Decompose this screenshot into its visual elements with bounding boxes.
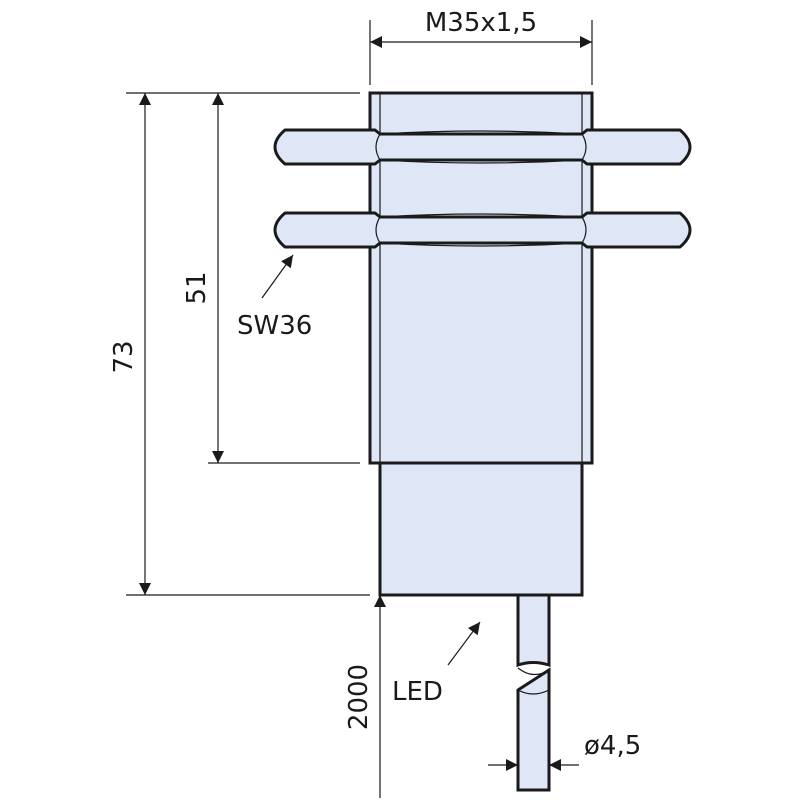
upper-nut (273, 128, 692, 166)
thread-label: M35x1,5 (425, 8, 537, 38)
wrench-size-label: SW36 (237, 311, 312, 341)
leader-arrow-led (447, 621, 481, 666)
lower-housing (378, 461, 584, 597)
lower-nut (273, 211, 692, 249)
led-label: LED (392, 677, 443, 707)
cable-length-label: 2000 (344, 664, 374, 730)
cable-diameter-label: ø4,5 (584, 731, 641, 761)
leader-arrow-sw36 (261, 254, 294, 299)
cable (516, 593, 551, 792)
total-length-label: 73 (109, 340, 139, 373)
thread-length-label: 51 (182, 271, 212, 304)
